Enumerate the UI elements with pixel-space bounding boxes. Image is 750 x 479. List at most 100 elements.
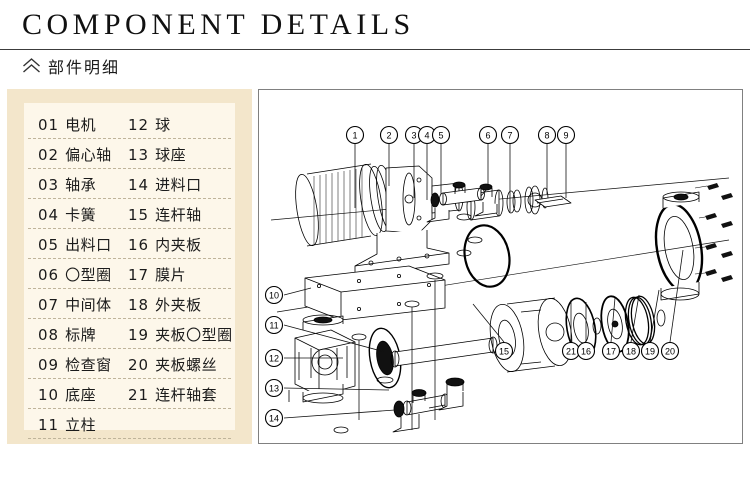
parts-list-row: 08 标牌 19 夹板〇型圈 [24, 319, 235, 349]
part-name: 轴承 [65, 175, 97, 194]
callout-label: 2 [386, 130, 391, 140]
part-name: 立柱 [65, 415, 97, 434]
part-entry-left: 05 出料口 [38, 234, 112, 255]
callout-label: 13 [269, 383, 279, 393]
part-entry-left: 08 标牌 [38, 324, 96, 345]
part-name: 卡簧 [65, 205, 97, 224]
part-name: 底座 [65, 385, 97, 404]
part-name: 球座 [155, 145, 187, 164]
callout-marker-14: 14 [264, 408, 284, 428]
part-name: 进料口 [155, 175, 202, 194]
outlet-manifold [426, 181, 498, 280]
callout-marker-16: 16 [576, 341, 596, 361]
part-number: 15 [128, 205, 150, 224]
callout-label: 8 [544, 130, 549, 140]
part-entry-right: 15 连杆轴 [128, 204, 202, 225]
part-entry-left: 09 检查窗 [38, 354, 112, 375]
callout-label: 3 [411, 130, 416, 140]
part-name: 球 [155, 115, 171, 134]
part-number: 03 [38, 175, 60, 194]
part-number: 09 [38, 355, 60, 374]
part-number: 18 [128, 295, 150, 314]
callout-label: 18 [626, 346, 636, 356]
callout-label: 16 [581, 346, 591, 356]
part-number: 21 [128, 385, 150, 404]
callout-circle [640, 341, 660, 361]
part-entry-left: 10 底座 [38, 384, 96, 405]
part-number: 10 [38, 385, 60, 404]
part-entry-right: 13 球座 [128, 144, 186, 165]
part-entry-right: 14 进料口 [128, 174, 202, 195]
part-number: 04 [38, 205, 60, 224]
connecting-rod [390, 336, 498, 368]
part-number: 13 [128, 145, 150, 164]
part-name: 标牌 [65, 325, 97, 344]
outer-clamp-plate [654, 183, 733, 301]
part-name: 内夹板 [155, 235, 202, 254]
callout-marker-17: 17 [601, 341, 621, 361]
part-name: 外夹板 [155, 295, 202, 314]
callout-circle [576, 341, 596, 361]
callout-label: 12 [269, 353, 279, 363]
callout-label: 11 [269, 320, 278, 330]
part-number: 05 [38, 235, 60, 254]
part-number: 19 [128, 325, 150, 344]
callout-circle [601, 341, 621, 361]
callout-circle [660, 341, 680, 361]
part-name: 夹板〇型圈 [155, 325, 233, 344]
callout-marker-20: 20 [660, 341, 680, 361]
part-name: 夹板螺丝 [155, 355, 218, 374]
callout-label: 4 [424, 130, 429, 140]
callout-circle [556, 125, 576, 145]
leader-lines [283, 144, 684, 430]
callout-marker-18: 18 [621, 341, 641, 361]
right-diaphragm-stack [489, 295, 666, 373]
callout-marker-8: 8 [537, 125, 557, 145]
callout-label: 5 [438, 130, 443, 140]
part-number: 14 [128, 175, 150, 194]
callout-circle [264, 315, 284, 335]
callout-circle [494, 341, 514, 361]
part-name: 连杆轴 [155, 205, 202, 224]
part-number: 08 [38, 325, 60, 344]
motor-assembly [295, 163, 464, 277]
parts-list-row: 04 卡簧 15 连杆轴 [24, 199, 235, 229]
callout-label: 6 [485, 130, 490, 140]
part-entry-left: 03 轴承 [38, 174, 96, 195]
parts-list-row: 03 轴承 14 进料口 [24, 169, 235, 199]
callout-marker-9: 9 [556, 125, 576, 145]
part-name: 中间体 [65, 295, 112, 314]
callout-label: 20 [665, 346, 675, 356]
part-entry-left: 04 卡簧 [38, 204, 96, 225]
callout-marker-2: 2 [379, 125, 399, 145]
callout-marker-19: 19 [640, 341, 660, 361]
callout-circle [264, 348, 284, 368]
part-name: 检查窗 [65, 355, 112, 374]
parts-list-row: 11 立柱 [24, 409, 235, 439]
callout-circle [500, 125, 520, 145]
callout-marker-6: 6 [478, 125, 498, 145]
callout-marker-1: 1 [345, 125, 365, 145]
callout-marker-7: 7 [500, 125, 520, 145]
callout-label: 1 [352, 130, 357, 140]
part-entry-right: 18 外夹板 [128, 294, 202, 315]
callout-circle [379, 125, 399, 145]
part-number: 11 [38, 415, 60, 434]
part-name: 出料口 [65, 235, 112, 254]
callout-label: 10 [269, 290, 279, 300]
part-number: 17 [128, 265, 150, 284]
callout-circle [621, 341, 641, 361]
